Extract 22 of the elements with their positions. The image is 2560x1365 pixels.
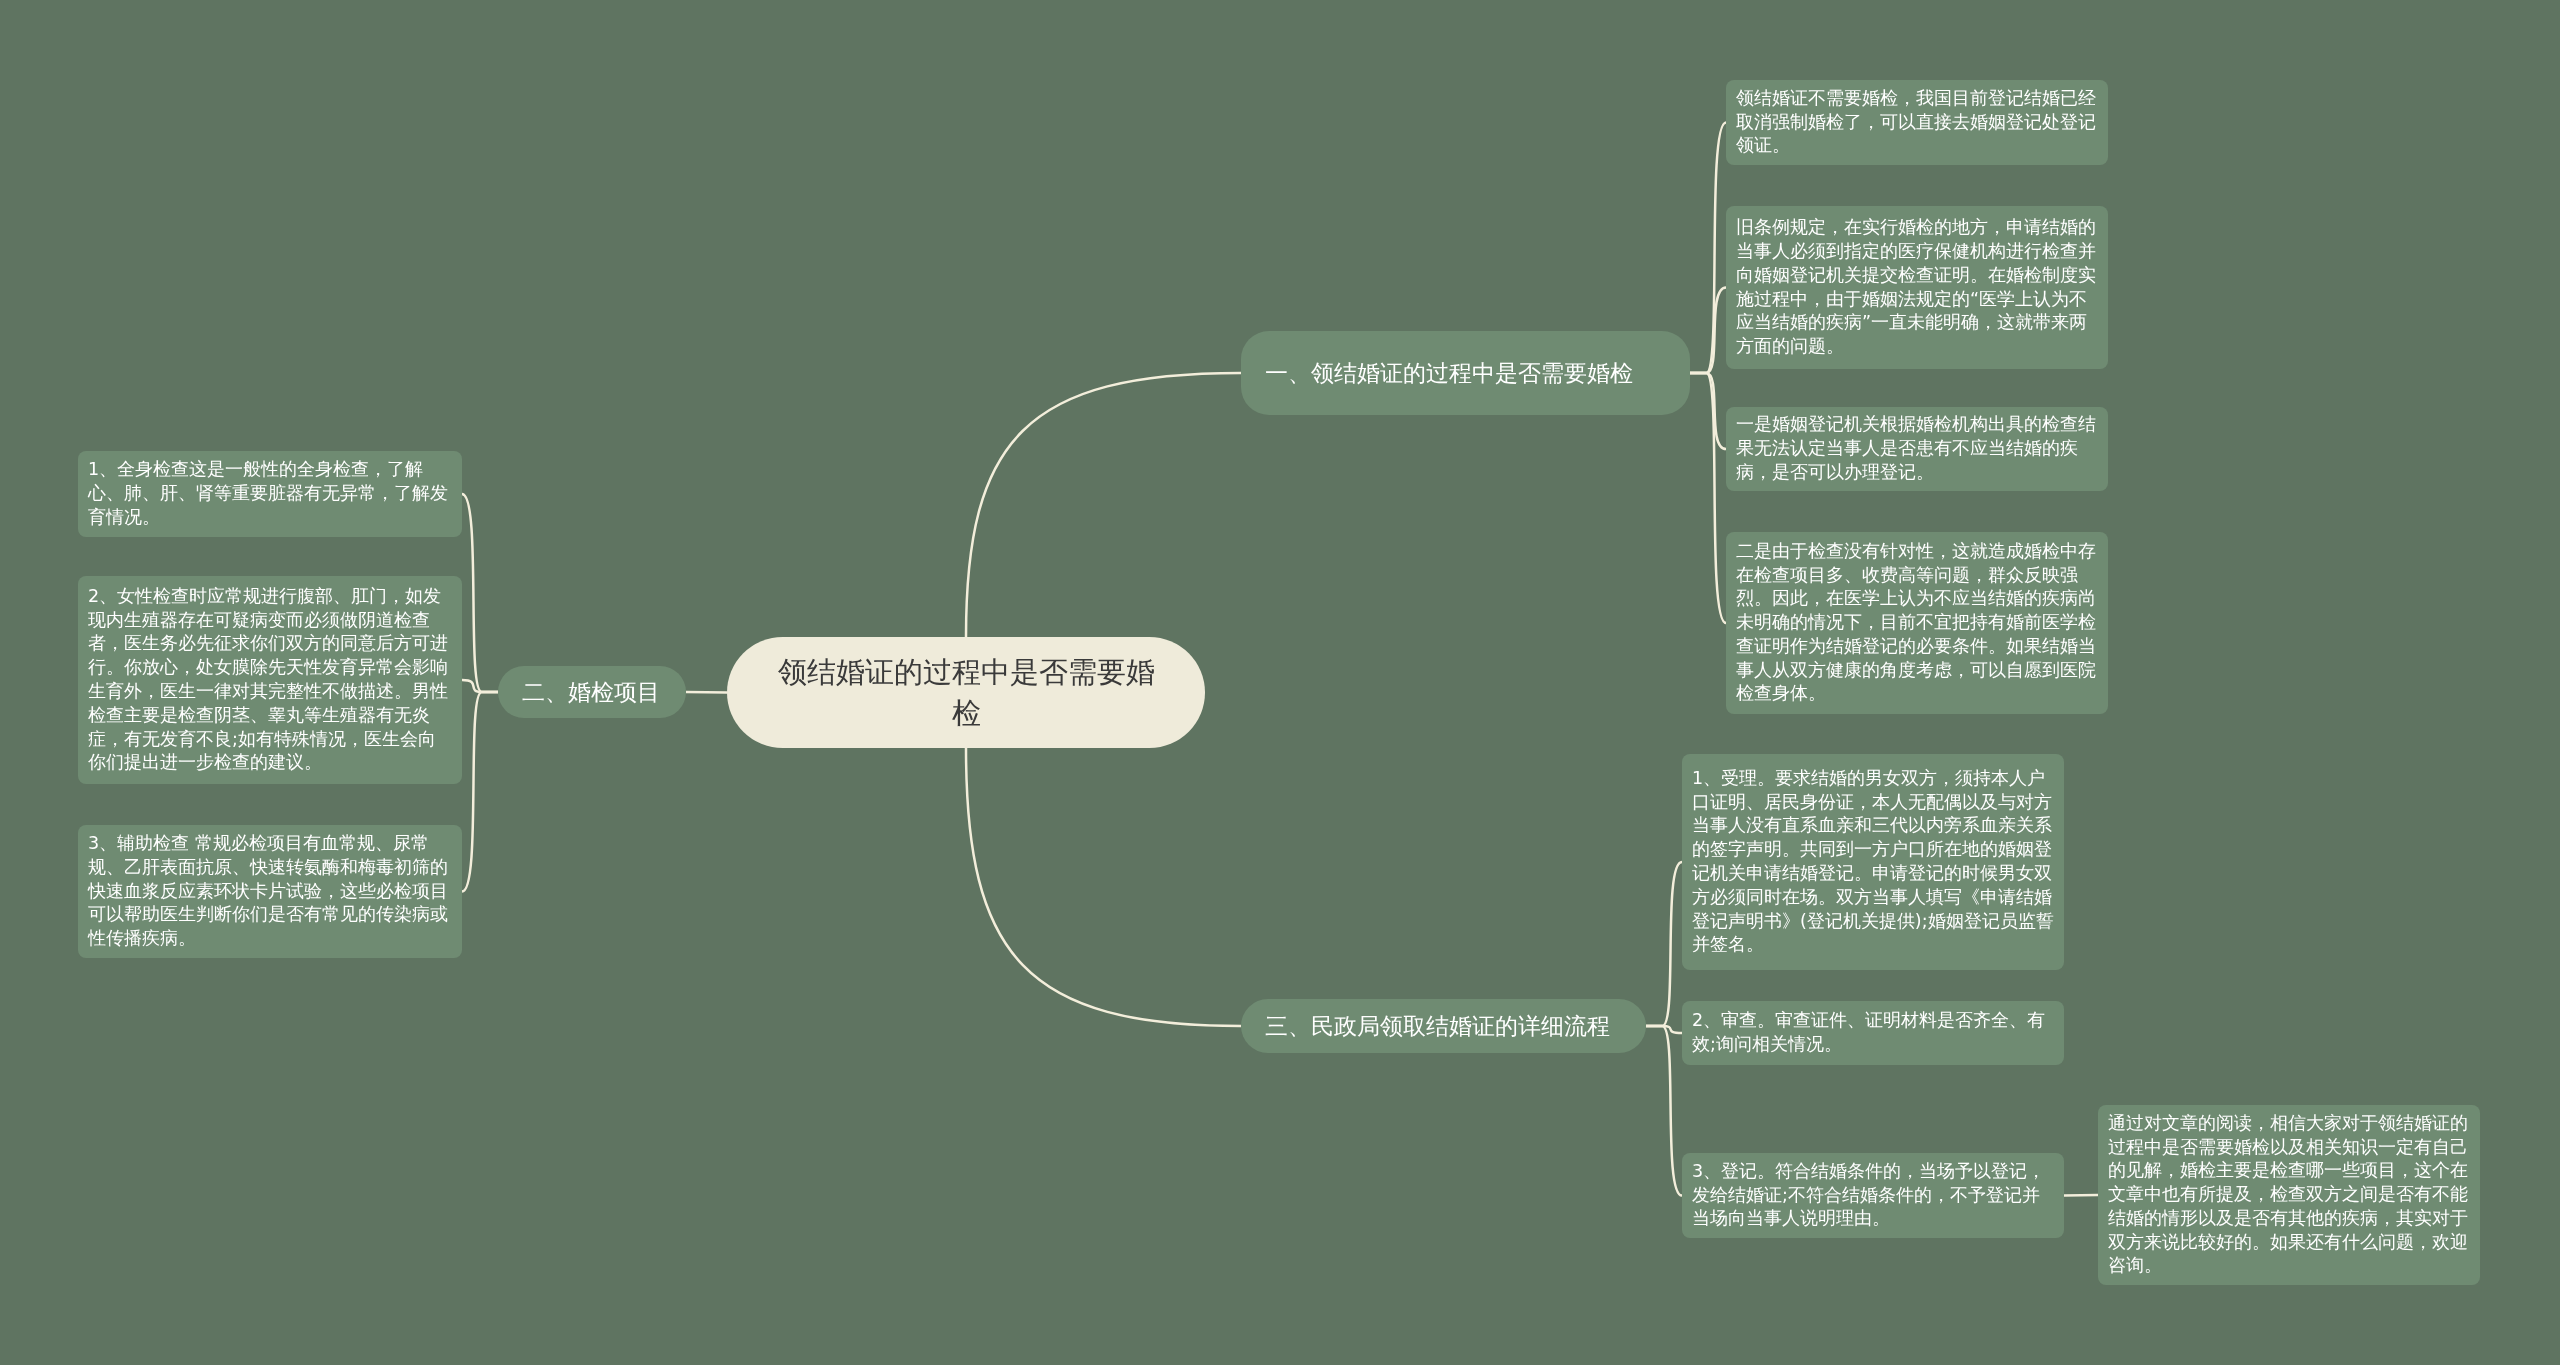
note-box: 一是婚姻登记机关根据婚检机构出具的检查结果无法认定当事人是否患有不应当结婚的疾病，是否可以办理登记。	[1726, 407, 2108, 491]
note-box: 1、受理。要求结婚的男女双方，须持本人户口证明、居民身份证，本人无配偶以及与对方当事人没有直系血亲和三代以内旁系血亲关系的签字声明。共同到一方户口所在地的婚姻登记机关申请结婚登记。申请登记的时候男女双方必须同时在场。双方当事人填写《申请结婚登记声明书》(登记机关提供);婚姻登记员监誓并签名。	[1682, 754, 2064, 970]
note-box: 3、登记。符合结婚条件的，当场予以登记，发给结婚证;不符合结婚条件的，不予登记并当场向当事人说明理由。	[1682, 1153, 2064, 1238]
note-box: 3、辅助检查 常规必检项目有血常规、尿常规、乙肝表面抗原、快速转氨酶和梅毒初筛的快速血浆反应素环状卡片试验，这些必检项目可以帮助医生判断你们是否有常见的传染病或性传播疾病。	[78, 825, 462, 958]
note-box: 通过对文章的阅读，相信大家对于领结婚证的过程中是否需要婚检以及相关知识一定有自己的见解，婚检主要是检查哪一些项目，这个在文章中也有所提及，检查双方之间是否有不能结婚的情形以及是否有其他的疾病，其实对于双方来说比较好的。如果还有什么问题，欢迎咨询。	[2098, 1105, 2480, 1285]
note-box: 领结婚证不需要婚检，我国目前登记结婚已经取消强制婚检了，可以直接去婚姻登记处登记领证。	[1726, 80, 2108, 165]
connector-line	[964, 371, 1242, 638]
branch-node: 二、婚检项目	[498, 666, 686, 718]
branch-node: 三、民政局领取结婚证的详细流程	[1241, 999, 1646, 1053]
connector-line	[1690, 371, 1727, 624]
note-box: 1、全身检查这是一般性的全身检查，了解心、肺、肝、肾等重要脏器有无异常，了解发育情况。	[78, 451, 462, 537]
connector-line	[2064, 1193, 2098, 1197]
branch-node: 一、领结婚证的过程中是否需要婚检	[1241, 331, 1690, 415]
connector-line	[964, 747, 1242, 1028]
connector-line	[461, 690, 498, 893]
note-box: 2、审查。审查证件、证明材料是否齐全、有效;询问相关情况。	[1682, 1001, 2064, 1065]
note-box: 二是由于检查没有针对性，这就造成婚检中存在检查项目多、收费高等问题，群众反映强烈。因此，在医学上认为不应当结婚的疾病尚未明确的情况下，目前不宜把持有婚前医学检查证明作为结婚登记的必要条件。如果结婚当事人从双方健康的角度考虑，可以自愿到医院检查身体。	[1726, 532, 2108, 714]
note-box: 2、女性检查时应常规进行腹部、肛门，如发现内生殖器存在可疑病变而必须做阴道检查者，医生务必先征求你们双方的同意后方可进行。你放心，处女膜除先天性发育异常会影响生育外，医生一律对其完整性不做描述。男性检查主要是检查阴茎、睾丸等生殖器有无炎症，有无发育不良;如有特殊情况，医生会向你们提出进一步检查的建议。	[78, 576, 462, 784]
note-box: 旧条例规定，在实行婚检的地方，申请结婚的当事人必须到指定的医疗保健机构进行检查并向婚姻登记机关提交检查证明。在婚检制度实施过程中，由于婚姻法规定的“医学上认为不应当结婚的疾病”一直未能明确，这就带来两方面的问题。	[1726, 206, 2108, 369]
connector-line	[686, 690, 727, 694]
connector-line	[1646, 1024, 1683, 1197]
topic-node: 领结婚证的过程中是否需要婚检	[727, 637, 1205, 748]
